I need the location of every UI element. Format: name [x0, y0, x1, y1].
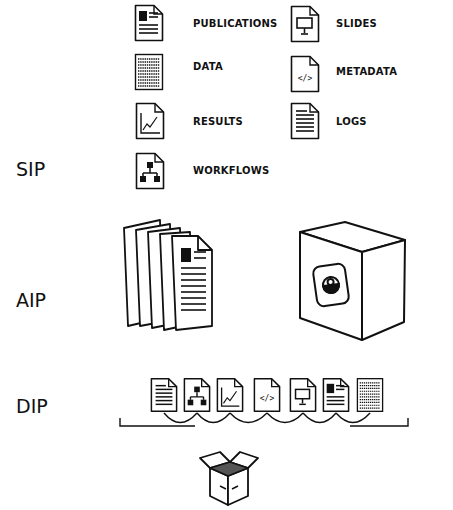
icon-code: </>: [260, 395, 274, 403]
section-label: DIP: [16, 397, 48, 416]
section-label: AIP: [16, 291, 46, 310]
item-label: DATA: [193, 62, 223, 72]
item-label: METADATA: [336, 67, 397, 77]
section-label: SIP: [16, 160, 45, 179]
item-label: LOGS: [336, 117, 367, 127]
item-label: RESULTS: [193, 117, 243, 127]
icon-code: </>: [298, 75, 312, 83]
item-label: SLIDES: [336, 19, 377, 29]
item-label: PUBLICATIONS: [193, 19, 277, 29]
item-label: WORKFLOWS: [193, 166, 269, 176]
